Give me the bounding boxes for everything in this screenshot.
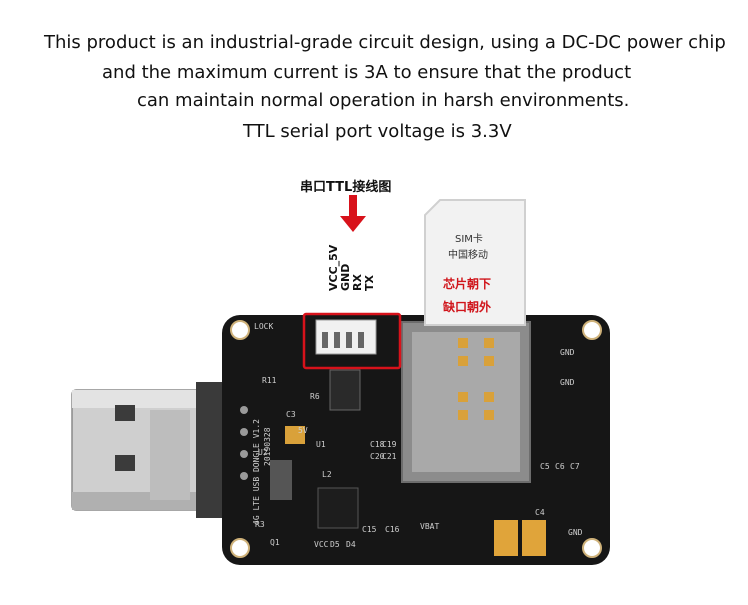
silk-vbat: VBAT bbox=[420, 522, 440, 531]
gold-pad-left bbox=[494, 520, 518, 556]
gnd-label-2: GND bbox=[560, 378, 575, 387]
highlight-box bbox=[302, 312, 402, 370]
caption-line-1: This product is an industrial-grade circ… bbox=[44, 32, 726, 53]
silk-c18: C18 bbox=[370, 440, 385, 449]
ic-chip bbox=[329, 369, 361, 411]
pin-label-tx: TX bbox=[363, 275, 376, 291]
wiring-diagram-title: 串口TTL接线图 bbox=[300, 180, 392, 195]
silk-c7: C7 bbox=[570, 462, 580, 471]
caption-line-2: and the maximum current is 3A to ensure … bbox=[102, 62, 632, 83]
sim-note-line-1: 芯片朝下 bbox=[443, 277, 492, 291]
gnd-label-1: GND bbox=[560, 348, 575, 357]
sim-note-line-2: 缺口朝外 bbox=[443, 300, 492, 314]
silk-l2: L2 bbox=[322, 470, 332, 479]
silk-c15: C15 bbox=[362, 525, 377, 534]
silk-c21: C21 bbox=[382, 452, 397, 461]
silk-vcc: VCC bbox=[314, 540, 329, 549]
caption-line-4: TTL serial port voltage is 3.3V bbox=[243, 121, 512, 142]
tantalum-capacitor bbox=[285, 426, 305, 444]
sim-card bbox=[424, 199, 526, 326]
silk-c4: C4 bbox=[535, 508, 545, 517]
silk-lock: LOCK bbox=[254, 322, 274, 331]
gnd-label-3: GND bbox=[568, 528, 583, 537]
board-name: 4G LTE USB DONGLE V1.2 bbox=[252, 419, 261, 525]
silk-c6: C6 bbox=[555, 462, 565, 471]
silk-u2: U2 bbox=[258, 448, 268, 457]
sim-slot bbox=[401, 321, 531, 483]
inductor bbox=[317, 487, 359, 529]
silk-c19: C19 bbox=[382, 440, 397, 449]
ttl-header bbox=[315, 319, 377, 355]
silk-c20: C20 bbox=[370, 452, 385, 461]
silk-q1: Q1 bbox=[270, 538, 280, 547]
board-date: 20190328 bbox=[263, 427, 272, 466]
silk-c5: C5 bbox=[540, 462, 550, 471]
silk-c3: C3 bbox=[286, 410, 296, 419]
silk-r6: R6 bbox=[310, 392, 320, 401]
usb-connector bbox=[71, 382, 236, 518]
silk-u1: U1 bbox=[316, 440, 326, 449]
caption-line-3: can maintain normal operation in harsh e… bbox=[137, 90, 630, 111]
silk-r11: R11 bbox=[262, 376, 277, 385]
capacitor bbox=[270, 460, 292, 500]
sim-carrier: 中国移动 bbox=[448, 250, 488, 261]
down-arrow-icon bbox=[340, 195, 366, 232]
silk-d4: D4 bbox=[346, 540, 356, 549]
silk-r3: R3 bbox=[255, 520, 265, 529]
gold-pad-right bbox=[522, 520, 546, 556]
silk-5v: 5V bbox=[298, 426, 308, 435]
sim-label: SIM卡 bbox=[455, 234, 483, 245]
silk-d5: D5 bbox=[330, 540, 340, 549]
silk-c16: C16 bbox=[385, 525, 400, 534]
